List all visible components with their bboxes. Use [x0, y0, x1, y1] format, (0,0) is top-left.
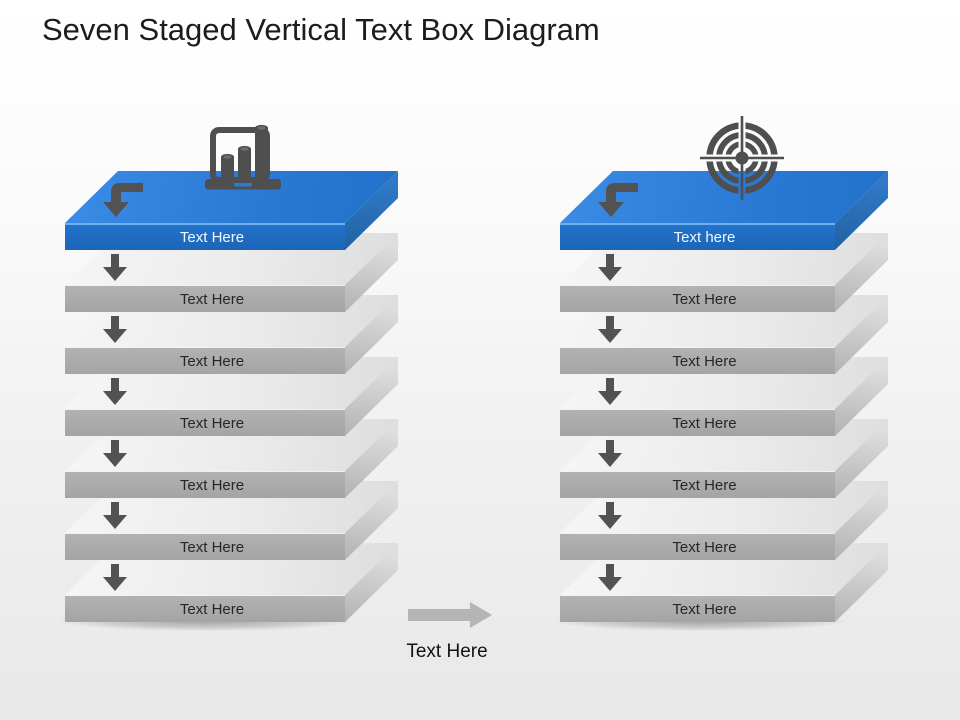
- slab-front-face: Text Here: [560, 533, 835, 560]
- slab-front-face: Text Here: [65, 533, 345, 560]
- stage-slab[interactable]: Text Here: [65, 481, 398, 560]
- stage-label: Text Here: [179, 229, 245, 246]
- down-arrow-icon: [103, 564, 127, 591]
- down-arrow-icon: [103, 254, 127, 281]
- stage-label: Text Here: [672, 352, 737, 370]
- slab-front-face: Text Here: [65, 347, 345, 374]
- stage-label: Text Here: [179, 414, 245, 432]
- stage-label: Text Here: [672, 414, 737, 432]
- stage-label: Text Here: [672, 290, 737, 308]
- slab-front-face: Text Here: [560, 347, 835, 374]
- down-arrow-icon: [103, 440, 127, 467]
- down-arrow-icon: [598, 440, 622, 467]
- target-bullseye-icon[interactable]: [699, 115, 785, 201]
- stage-label: Text Here: [179, 476, 245, 494]
- slab-front-face: Text Here: [560, 595, 835, 622]
- footer-arrow-label[interactable]: Text Here: [406, 641, 488, 662]
- stage-label: Text Here: [672, 476, 737, 494]
- down-arrow-icon: [103, 316, 127, 343]
- right-arrow-icon: [408, 602, 492, 628]
- bent-down-arrow-icon: [596, 177, 638, 217]
- page-title[interactable]: Seven Staged Vertical Text Box Diagram: [42, 12, 600, 47]
- down-arrow-icon: [103, 502, 127, 529]
- slab-front-face: Text Here: [65, 595, 345, 622]
- slab-front-face: Text Here: [560, 285, 835, 312]
- stage-label: Text Here: [179, 600, 245, 618]
- slab-front-face: Text Here: [65, 223, 345, 250]
- down-arrow-icon: [598, 378, 622, 405]
- stage-label: Text Here: [672, 538, 737, 556]
- stage-label: Text Here: [672, 600, 737, 618]
- stage-slab-top[interactable]: Text here: [560, 171, 893, 250]
- stack-left: Text Here Text Here Text Here Text Here: [59, 0, 405, 720]
- stage-slab[interactable]: Text Here: [65, 543, 398, 622]
- bent-down-arrow-icon: [101, 177, 143, 217]
- down-arrow-icon: [598, 564, 622, 591]
- slab-front-face: Text Here: [65, 285, 345, 312]
- slab-front-face: Text here: [560, 223, 835, 250]
- down-arrow-icon: [598, 316, 622, 343]
- stage-label: Text Here: [179, 538, 245, 556]
- laptop-bar-chart-icon[interactable]: [201, 124, 285, 192]
- slab-front-face: Text Here: [65, 471, 345, 498]
- slab-front-face: Text Here: [560, 409, 835, 436]
- slab-front-face: Text Here: [560, 471, 835, 498]
- stage-label: Text Here: [179, 352, 245, 370]
- stage-label: Text Here: [179, 290, 245, 308]
- stage-label: Text here: [673, 229, 736, 246]
- stage-slab[interactable]: Text Here: [65, 295, 398, 374]
- slab-front-face: Text Here: [65, 409, 345, 436]
- down-arrow-icon: [103, 378, 127, 405]
- down-arrow-icon: [598, 254, 622, 281]
- down-arrow-icon: [598, 502, 622, 529]
- stack-right: Text Here Text Here Text Here Text Here: [554, 0, 900, 720]
